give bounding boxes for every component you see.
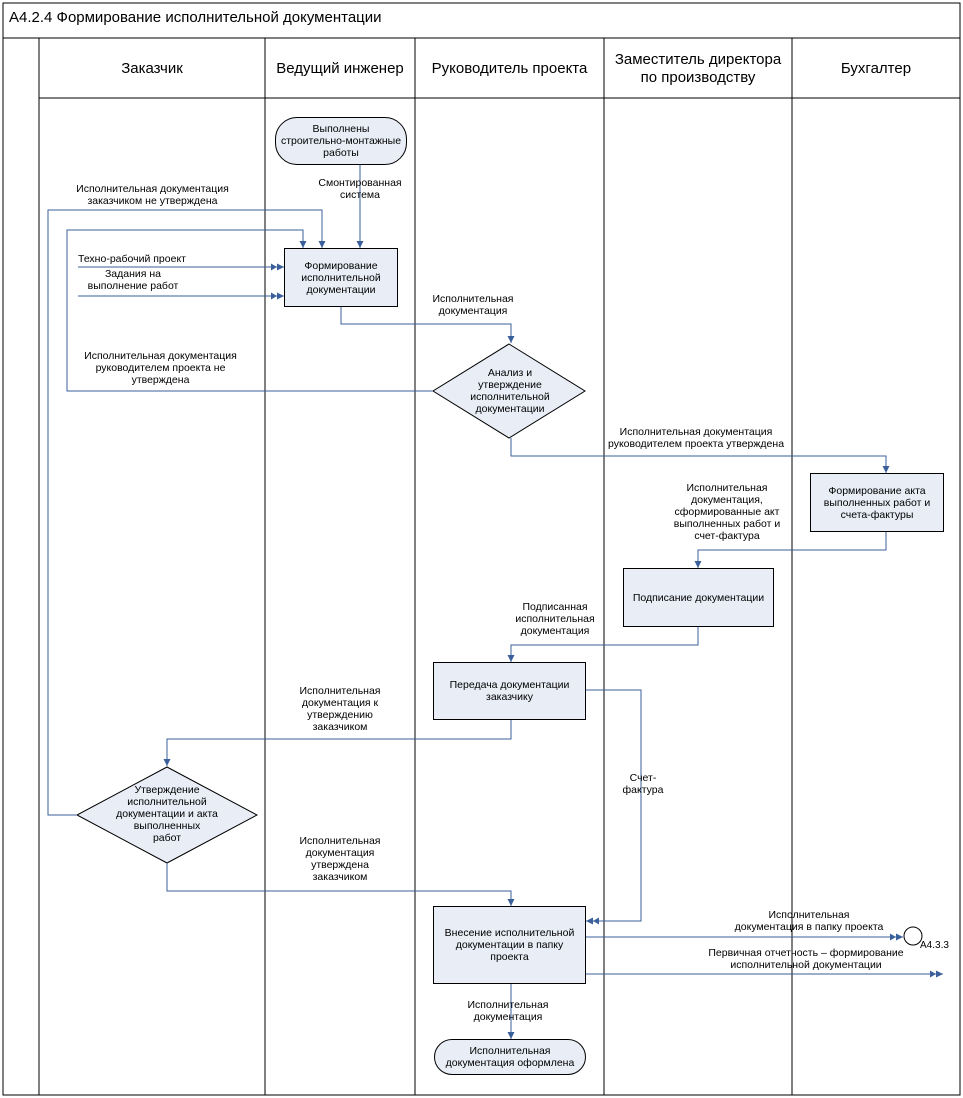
flow-exec-doc bbox=[340, 307, 515, 343]
offpage-ref-label: А4.3.3 bbox=[920, 940, 949, 951]
flow-approved-customer bbox=[166, 863, 515, 906]
flow-invoice bbox=[586, 689, 642, 925]
flow-to-customer bbox=[163, 720, 512, 766]
analysis-diamond bbox=[432, 343, 586, 439]
flow-signed-docs bbox=[507, 627, 699, 662]
flow-approved-pm bbox=[510, 438, 890, 473]
lane-lead-engineer: Ведущий инженер bbox=[276, 60, 404, 77]
lane-customer: Заказчик bbox=[121, 60, 183, 77]
flow-not-approved-pm bbox=[66, 229, 433, 392]
flow-docs-act-invoice bbox=[694, 532, 887, 568]
sign-process: Подписание документации bbox=[623, 568, 774, 627]
flow-not-approved-customer bbox=[47, 209, 326, 816]
label-invoice: Счет-фактура bbox=[622, 772, 664, 796]
page-title: А4.2.4 Формирование исполнительной докум… bbox=[9, 9, 382, 26]
lane-project-manager: Руководитель проекта bbox=[431, 60, 588, 77]
lane-deputy-director: Заместитель директора по производству bbox=[614, 51, 782, 86]
label-tech-project: Техно-рабочий проект bbox=[78, 253, 186, 265]
lane-accountant: Бухгалтер bbox=[840, 60, 912, 77]
offpage-connector bbox=[903, 926, 923, 946]
